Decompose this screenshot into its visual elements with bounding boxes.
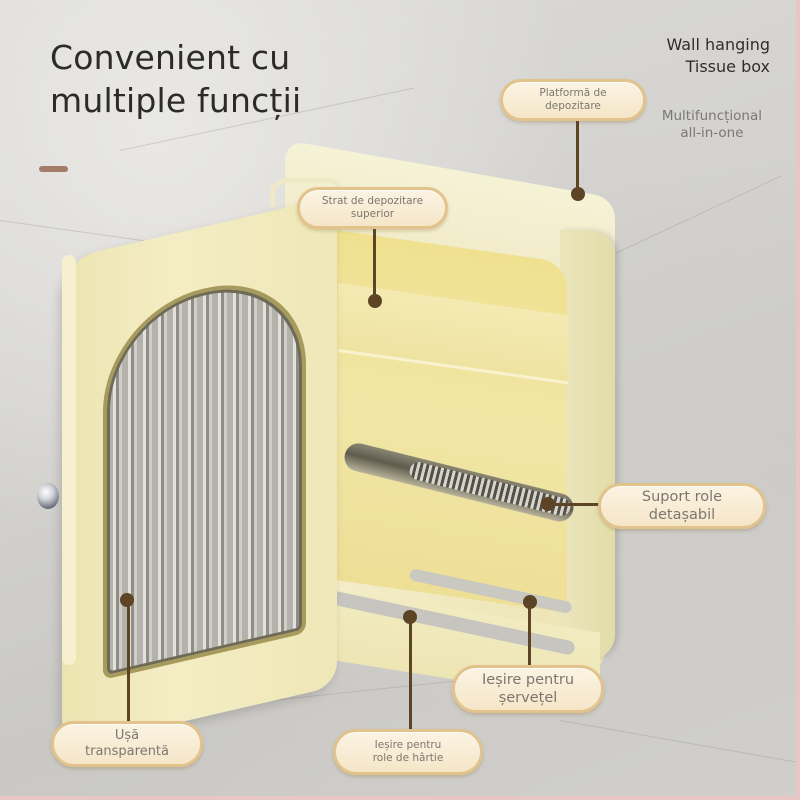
callout-line	[373, 226, 376, 298]
door-knob	[37, 483, 59, 509]
door-edge	[62, 255, 76, 665]
callout-text: transparentă	[85, 744, 169, 759]
box-side-panel	[560, 230, 615, 660]
product-subtitle: Multifuncțional all-in-one	[662, 108, 762, 142]
callout-detachable-roll-holder: Suport role detașabil	[598, 483, 766, 529]
callout-text: superior	[350, 208, 395, 220]
callout-text: Ieșire pentru	[374, 739, 442, 751]
marble-vein	[599, 175, 782, 261]
callout-dot	[541, 497, 555, 511]
callout-line	[552, 503, 602, 506]
frame-edge	[796, 0, 800, 800]
title-line-2: multiple funcții	[50, 81, 302, 120]
subtitle-line-2: all-in-one	[680, 125, 744, 141]
callout-text: Platformă de	[539, 87, 607, 99]
callout-upper-storage-layer: Strat de depozitare superior	[297, 187, 448, 229]
accent-bar	[39, 166, 68, 172]
callout-text: șervețel	[498, 690, 558, 706]
callout-line	[127, 600, 130, 725]
callout-line	[528, 602, 531, 667]
callout-text: Suport role	[641, 489, 723, 505]
callout-napkin-outlet: Ieșire pentru șervețel	[452, 665, 604, 713]
callout-text: Strat de depozitare	[321, 195, 424, 207]
callout-text: depozitare	[545, 100, 601, 112]
callout-line	[576, 120, 579, 195]
callout-paper-roll-outlet: Ieșire pentru role de hârtie	[333, 729, 483, 775]
callout-transparent-door: Ușă transparentă	[51, 721, 203, 767]
callout-line	[409, 617, 412, 732]
callout-dot	[523, 595, 537, 609]
frame-edge	[0, 796, 800, 800]
product-name-line-2: Tissue box	[685, 57, 770, 76]
product-name: Wall hanging Tissue box	[666, 34, 770, 78]
callout-dot	[571, 187, 585, 201]
callout-text: detașabil	[648, 507, 716, 523]
product-name-line-1: Wall hanging	[666, 35, 770, 54]
page-title: Convenient cu multiple funcții	[50, 36, 301, 122]
callout-text: Ieșire pentru	[481, 672, 575, 688]
marble-vein	[559, 720, 797, 763]
callout-dot	[120, 593, 134, 607]
callout-dot	[403, 610, 417, 624]
callout-dot	[368, 294, 382, 308]
callout-storage-platform: Platformă de depozitare	[500, 79, 646, 121]
callout-text: Ușă	[114, 728, 140, 743]
callout-text: role de hârtie	[372, 752, 444, 764]
subtitle-line-1: Multifuncțional	[661, 108, 762, 124]
title-line-1: Convenient cu	[50, 38, 291, 77]
